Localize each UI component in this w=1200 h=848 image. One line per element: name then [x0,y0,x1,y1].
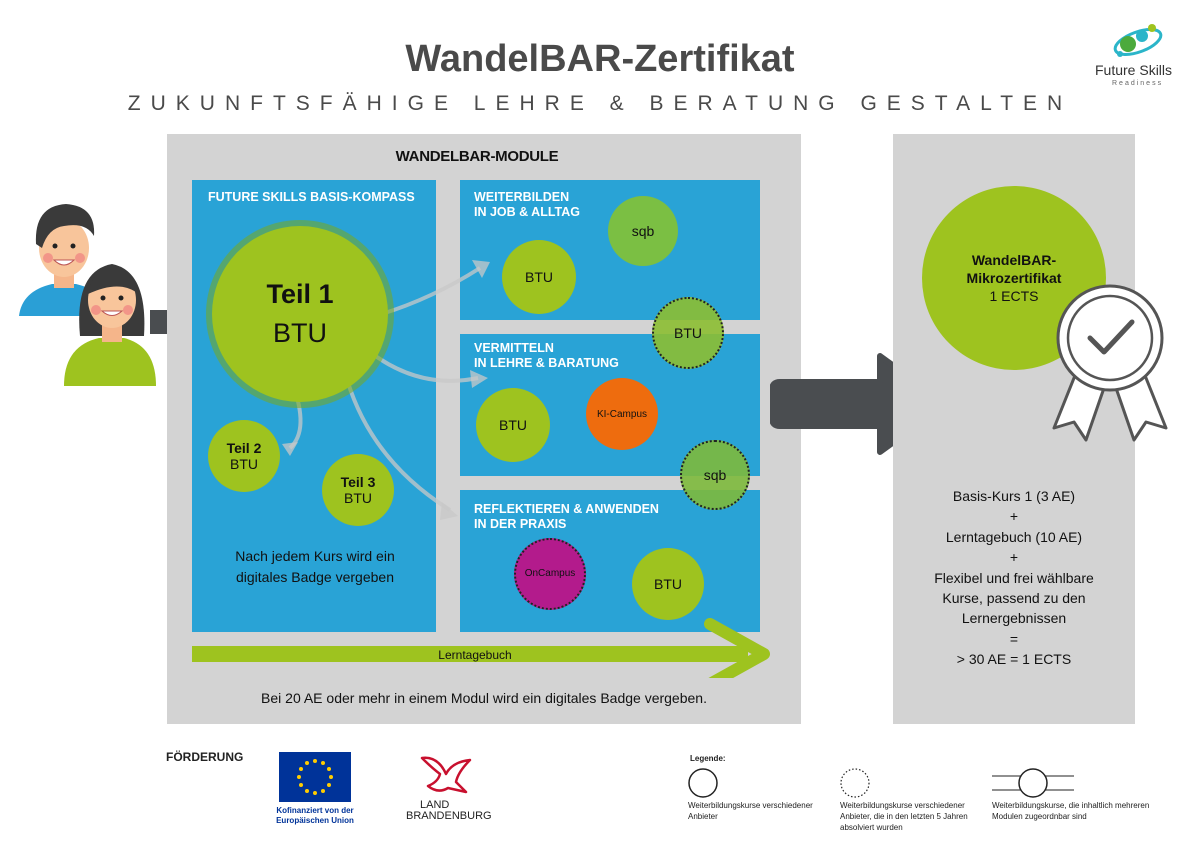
vermitteln-btu-circle: BTU [476,388,550,462]
mikrozertifikat-line2: Mikrozertifikat [966,270,1062,286]
calc-line: + [1009,549,1019,566]
calc-line: Lernergebnissen [961,610,1067,627]
shared-sqb-circle: sqb [680,440,750,510]
brandenburg-eagle-icon [420,756,472,794]
legend-item-2: Weiterbildungskurse verschiedener Anbiet… [840,801,968,832]
calc-line: Kurse, passend zu den [942,590,1086,607]
legend-solid-circle-icon [688,768,718,798]
teil1-provider: BTU [273,318,327,348]
reflektieren-heading-line2: IN DER PRAXIS [474,517,567,531]
reflektieren-box [460,490,760,632]
weiterbilden-btu-circle: BTU [502,240,576,314]
reflektieren-heading-line1: REFLEKTIEREN & ANWENDEN [474,502,659,516]
award-rosette-icon [1052,284,1168,442]
calc-line: Basis-Kurs 1 (3 AE) [952,488,1076,504]
vermitteln-heading-line2: IN LEHRE & BARATUNG [474,356,619,370]
brandenburg-line2: BRANDENBURG [406,810,492,822]
teil1-title: Teil 1 [266,279,334,309]
calc-line: = [1009,630,1019,647]
modules-heading: WANDELBAR-MODULE [395,148,559,165]
weiterbilden-heading-line1: WEITERBILDEN [474,190,570,204]
lerntagebuch-label: Lerntagebuch [438,648,512,662]
logo-subtext: Readiness [1112,80,1164,87]
module-badge-note: Bei 20 AE oder mehr in einem Modul wird … [261,690,707,706]
weiterbilden-heading-line2: IN JOB & ALLTAG [474,205,581,219]
logo-text: Future Skills [1095,62,1173,78]
calc-line: Flexibel und frei wählbare [934,569,1094,586]
certificate-calculation: Basis-Kurs 1 (3 AE) + Lerntagebuch (10 A… [893,486,1135,670]
reflektieren-btu-circle: BTU [632,548,704,620]
brandenburg-line1: LAND [420,799,450,811]
eu-flag-icon [279,752,351,802]
eu-caption: Kofinanziert von der Europäischen Union [262,806,368,826]
ki-campus-circle: KI-Campus [586,378,658,450]
mikrozertifikat-line1: WandelBAR- [971,252,1057,268]
legend-item-1: Weiterbildungskurse verschiedener Anbiet… [688,801,813,821]
brandenburg-caption: LAND BRANDENBURG [406,800,492,822]
teil2-provider: BTU [230,456,258,472]
calc-line: > 30 AE = 1 ECTS [956,651,1072,668]
shared-btu-circle: BTU [652,297,724,369]
mikrozertifikat-circle: WandelBAR- Mikrozertifikat 1 ECTS [922,186,1106,370]
eu-caption-line2: Europäischen Union [276,816,354,825]
lerntagebuch-arrow-icon [192,618,770,678]
legend-title: Legende: [690,754,726,763]
people-illustration-icon [19,204,156,386]
eu-caption-line1: Kofinanziert von der [276,806,354,815]
funding-label: FÖRDERUNG [166,750,244,764]
teil1-circle: Teil 1 BTU [212,226,388,402]
legend-dotted-circle-icon [840,768,870,798]
future-skills-logo-icon [1113,24,1163,57]
weiterbilden-sqb-circle: sqb [608,196,678,266]
basis-kompass-heading: FUTURE SKILLS BASIS-KOMPASS [208,190,415,204]
legend-item-3: Weiterbildungskurse, die inhaltlich mehr… [992,801,1150,821]
vermitteln-heading: VERMITTELN IN LEHRE & BARATUNG [474,341,619,371]
teil3-circle: Teil 3 BTU [322,454,394,526]
teil3-provider: BTU [344,490,372,506]
calc-line: Lerntagebuch (10 AE) [945,528,1083,545]
reflektieren-heading: REFLEKTIEREN & ANWENDEN IN DER PRAXIS [474,502,659,532]
basis-badge-note: Nach jedem Kurs wird ein digitales Badge… [235,548,395,585]
mikrozertifikat-ects: 1 ECTS [989,288,1039,304]
weiterbilden-heading: WEITERBILDEN IN JOB & ALLTAG [474,190,580,220]
teil2-circle: Teil 2 BTU [208,420,280,492]
teil2-title: Teil 2 [226,440,262,456]
vermitteln-heading-line1: VERMITTELN [474,341,554,355]
oncampus-circle: OnCampus [514,538,586,610]
page-subtitle: ZUKUNFTSFÄHIGE LEHRE & BERATUNG GESTALTE… [127,92,1073,115]
page-title: WandelBAR-Zertifikat [405,38,795,80]
teil3-title: Teil 3 [340,474,376,490]
calc-line: + [1009,508,1019,525]
legend-shared-circle-icon [992,768,1074,798]
